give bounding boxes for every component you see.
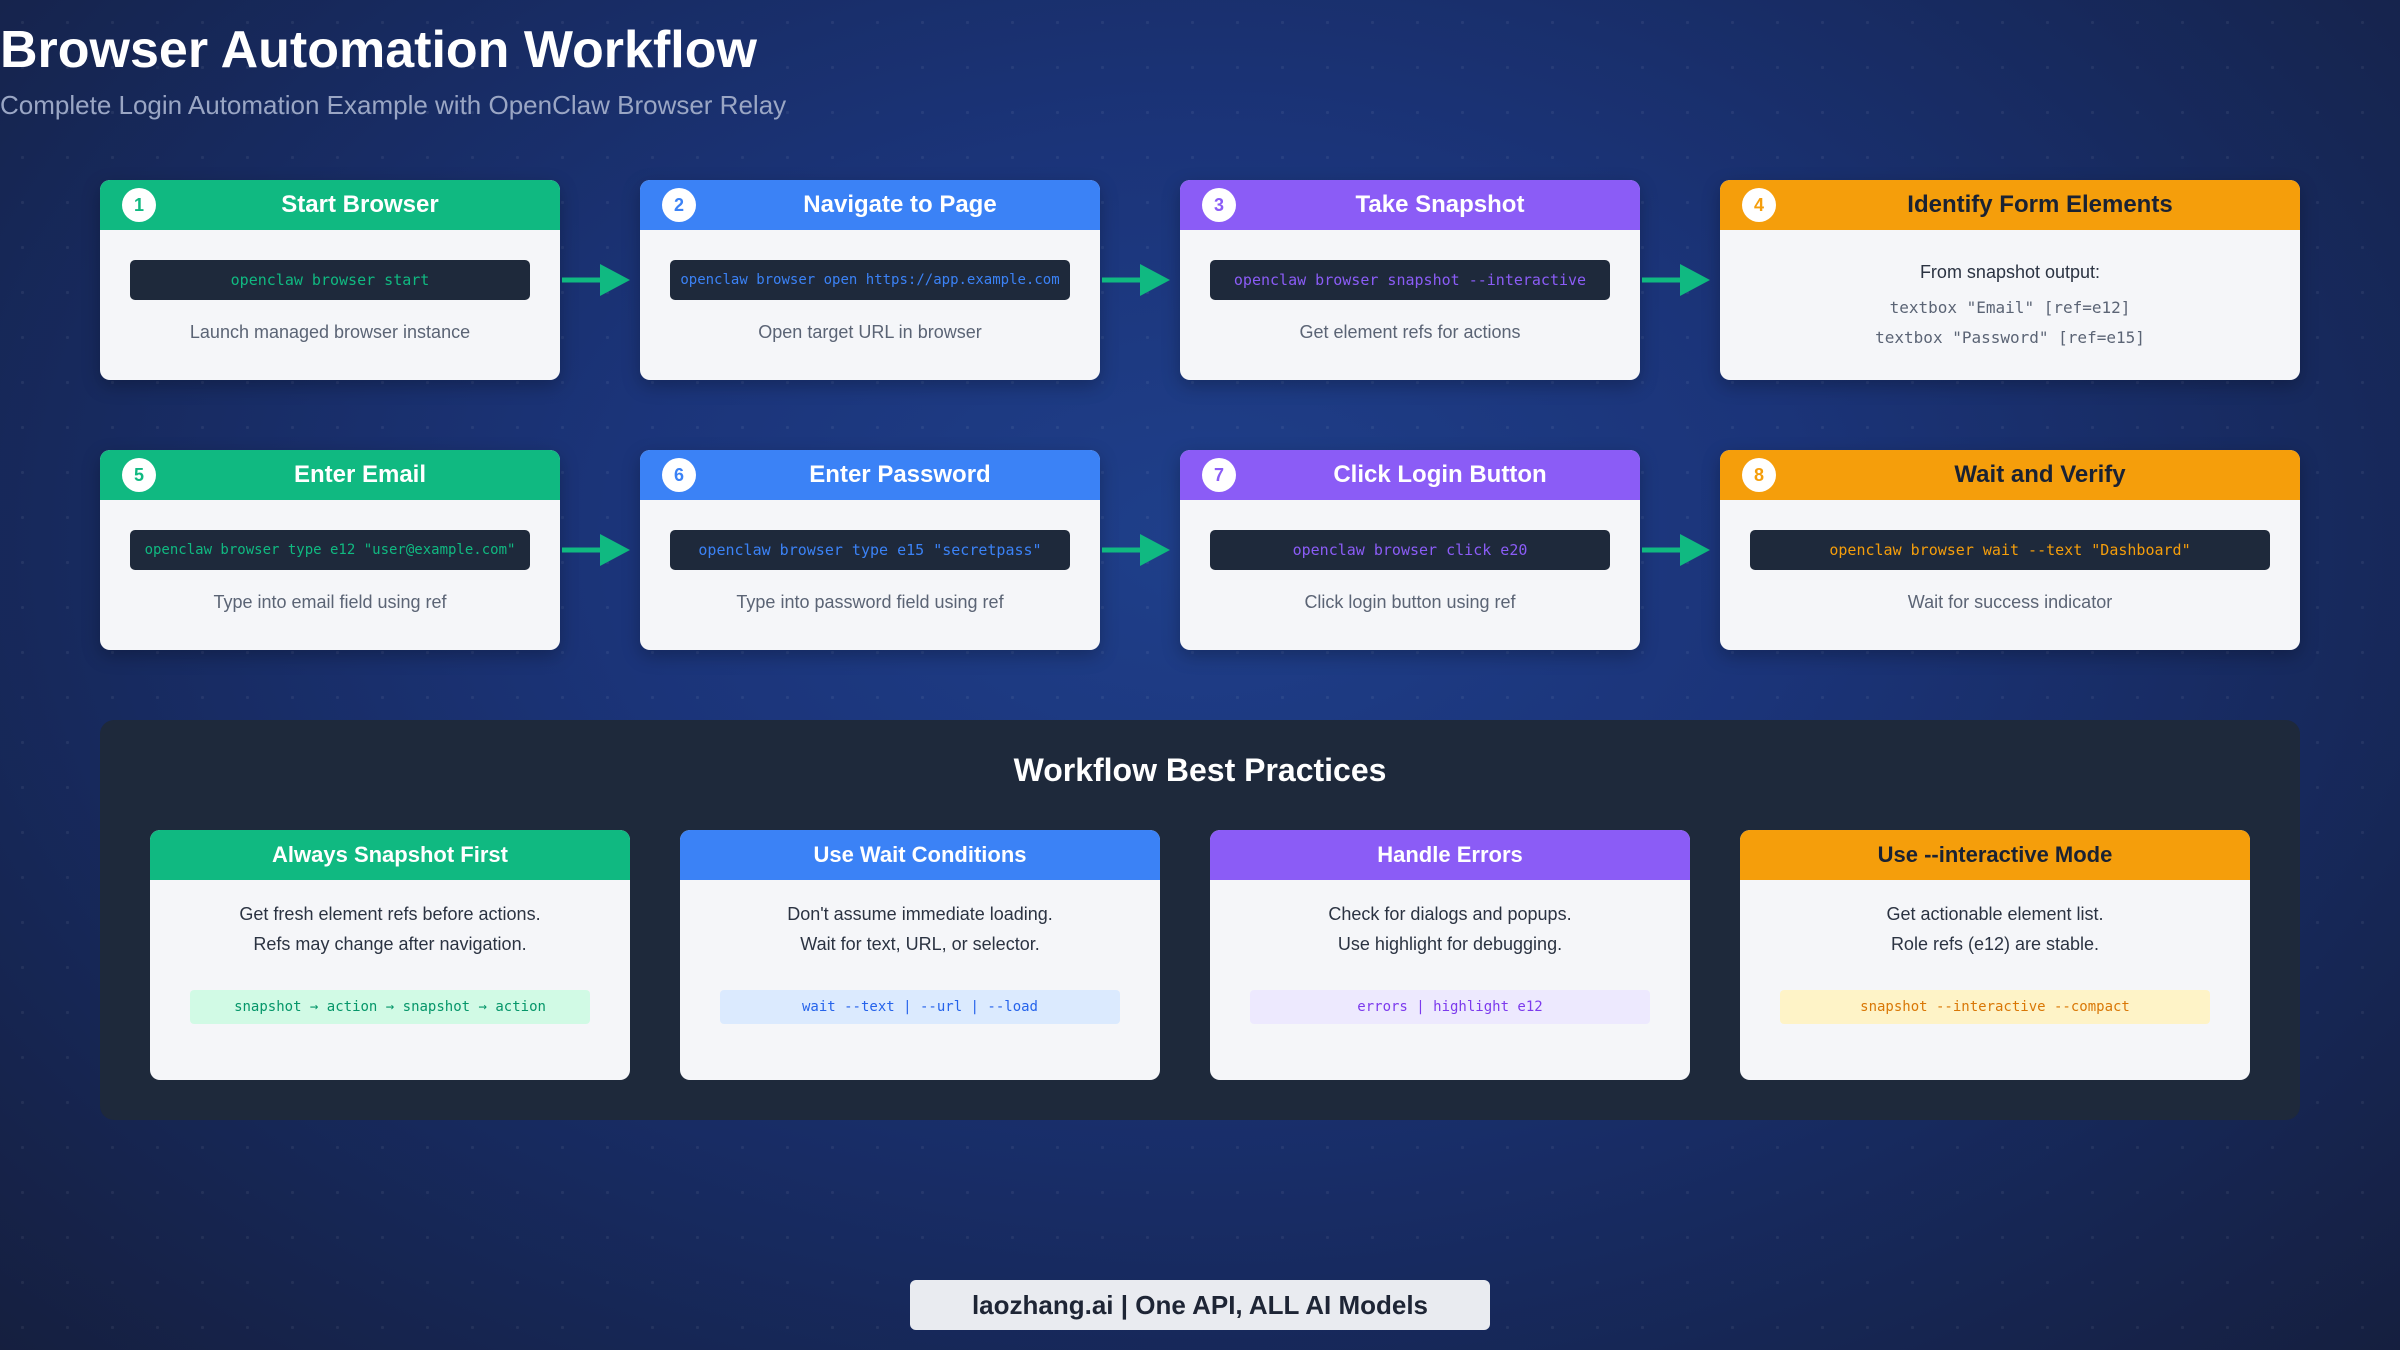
- practice-line: Refs may change after navigation.: [253, 934, 527, 954]
- step-number: 4: [1742, 188, 1776, 222]
- practice-card-snapshot-first: Always Snapshot First Get fresh element …: [150, 830, 630, 1080]
- practice-line: Wait for text, URL, or selector.: [800, 934, 1040, 954]
- step-header: 7 Click Login Button: [1180, 450, 1640, 500]
- step-header: 3 Take Snapshot: [1180, 180, 1640, 230]
- step-header: 5 Enter Email: [100, 450, 560, 500]
- step-number: 7: [1202, 458, 1236, 492]
- practice-title: Use Wait Conditions: [680, 830, 1160, 880]
- snapshot-line-email: textbox "Email" [ref=e12]: [1889, 298, 2131, 317]
- arrow-icon: [1102, 534, 1170, 566]
- step-card-1: 1 Start Browser openclaw browser start L…: [100, 180, 560, 380]
- practice-line: Don't assume immediate loading.: [787, 904, 1053, 924]
- arrow-icon: [1642, 534, 1710, 566]
- step-card-5: 5 Enter Email openclaw browser type e12 …: [100, 450, 560, 650]
- arrow-icon: [1642, 264, 1710, 296]
- step-card-3: 3 Take Snapshot openclaw browser snapsho…: [1180, 180, 1640, 380]
- step-header: 2 Navigate to Page: [640, 180, 1100, 230]
- step-card-8: 8 Wait and Verify openclaw browser wait …: [1720, 450, 2300, 650]
- step-header: 8 Wait and Verify: [1720, 450, 2300, 500]
- step-title: Wait and Verify: [1954, 461, 2126, 488]
- practice-code: wait --text | --url | --load: [720, 990, 1120, 1024]
- step-header: 6 Enter Password: [640, 450, 1100, 500]
- snapshot-line-password: textbox "Password" [ref=e15]: [1875, 328, 2145, 347]
- step-title: Enter Password: [809, 461, 991, 488]
- step-card-2: 2 Navigate to Page openclaw browser open…: [640, 180, 1100, 380]
- step-description: Get element refs for actions: [1299, 322, 1521, 342]
- step-number: 3: [1202, 188, 1236, 222]
- command-block: openclaw browser wait --text "Dashboard": [1750, 530, 2270, 570]
- practice-title: Handle Errors: [1210, 830, 1690, 880]
- arrow-icon: [562, 264, 630, 296]
- step-title: Identify Form Elements: [1907, 191, 2173, 218]
- step-title: Navigate to Page: [803, 191, 997, 218]
- step-description: Wait for success indicator: [1907, 592, 2113, 612]
- arrow-icon: [1102, 264, 1170, 296]
- practice-code: snapshot → action → snapshot → action: [190, 990, 590, 1024]
- practice-card-wait-conditions: Use Wait Conditions Don't assume immedia…: [680, 830, 1160, 1080]
- practice-code: errors | highlight e12: [1250, 990, 1650, 1024]
- command-block: openclaw browser type e15 "secretpass": [670, 530, 1070, 570]
- practice-line: Get actionable element list.: [1886, 904, 2104, 924]
- practice-title: Always Snapshot First: [150, 830, 630, 880]
- practice-code: snapshot --interactive --compact: [1780, 990, 2210, 1024]
- step-number: 6: [662, 458, 696, 492]
- best-practices-panel: Workflow Best Practices Always Snapshot …: [100, 720, 2300, 1120]
- step-description: Open target URL in browser: [758, 322, 982, 342]
- step-number: 2: [662, 188, 696, 222]
- step-card-6: 6 Enter Password openclaw browser type e…: [640, 450, 1100, 650]
- page-subtitle: Complete Login Automation Example with O…: [0, 90, 787, 120]
- step-title: Enter Email: [293, 461, 427, 488]
- snapshot-output-label: From snapshot output:: [1919, 262, 2101, 282]
- practice-line: Get fresh element refs before actions.: [239, 904, 541, 924]
- command-block: openclaw browser click e20: [1210, 530, 1610, 570]
- step-description: Click login button using ref: [1304, 592, 1516, 612]
- command-block: openclaw browser start: [130, 260, 530, 300]
- practice-line: Use highlight for debugging.: [1337, 934, 1563, 954]
- arrow-icon: [562, 534, 630, 566]
- best-practices-title: Workflow Best Practices: [1013, 752, 1387, 788]
- command-block: openclaw browser type e12 "user@example.…: [130, 530, 530, 570]
- step-title: Take Snapshot: [1355, 191, 1525, 218]
- step-header: 1 Start Browser: [100, 180, 560, 230]
- page-title: Browser Automation Workflow: [0, 21, 757, 79]
- command-block: openclaw browser open https://app.exampl…: [670, 260, 1070, 300]
- step-number: 5: [122, 458, 156, 492]
- step-card-7: 7 Click Login Button openclaw browser cl…: [1180, 450, 1640, 650]
- footer-banner: laozhang.ai | One API, ALL AI Models: [910, 1280, 1490, 1330]
- step-description: Launch managed browser instance: [189, 322, 471, 342]
- step-title: Start Browser: [281, 191, 439, 218]
- practice-title: Use --interactive Mode: [1740, 830, 2250, 880]
- practice-card-interactive-mode: Use --interactive Mode Get actionable el…: [1740, 830, 2250, 1080]
- command-block: openclaw browser snapshot --interactive: [1210, 260, 1610, 300]
- step-header: 4 Identify Form Elements: [1720, 180, 2300, 230]
- step-number: 1: [122, 188, 156, 222]
- step-title: Click Login Button: [1333, 461, 1547, 488]
- step-card-4: 4 Identify Form Elements From snapshot o…: [1720, 180, 2300, 380]
- step-description: Type into password field using ref: [736, 592, 1004, 612]
- practice-line: Check for dialogs and popups.: [1328, 904, 1572, 924]
- step-description: Type into email field using ref: [213, 592, 447, 612]
- practice-card-handle-errors: Handle Errors Check for dialogs and popu…: [1210, 830, 1690, 1080]
- practice-line: Role refs (e12) are stable.: [1890, 934, 2100, 954]
- step-number: 8: [1742, 458, 1776, 492]
